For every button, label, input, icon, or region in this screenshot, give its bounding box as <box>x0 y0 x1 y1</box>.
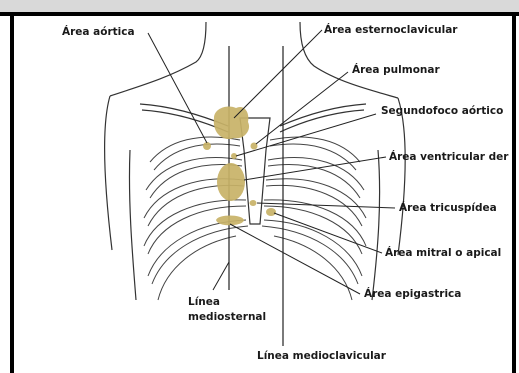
sternoclavicular-area <box>214 106 249 139</box>
aortic-area <box>203 142 211 150</box>
frame-border-left <box>10 12 14 373</box>
top-bar <box>0 0 519 14</box>
right-ventricular-area <box>217 163 245 201</box>
frame-border-top <box>0 12 519 16</box>
frame-border-right <box>512 12 516 373</box>
label-midclavicular-line: Línea medioclavicular <box>257 350 387 362</box>
label-midsternal-line-2: mediosternal <box>188 311 266 323</box>
label-pulmonary: Área pulmonar <box>352 63 440 76</box>
label-right-ventricular: Área ventricular der <box>389 150 509 163</box>
label-epigastric: Área epigastrica <box>364 287 461 300</box>
label-tricuspid: Área tricuspídea <box>399 201 497 214</box>
label-midsternal-line-1: Línea <box>188 296 220 308</box>
label-sternoclavicular: Área esternoclavicular <box>324 23 458 36</box>
mitral-area <box>266 208 276 216</box>
tricuspid-area <box>250 200 257 206</box>
label-second-aortic: Segundofoco aórtico <box>381 105 503 117</box>
label-mitral: Área mitral o apical <box>385 246 501 259</box>
label-aortic: Área aórtica <box>62 25 135 38</box>
